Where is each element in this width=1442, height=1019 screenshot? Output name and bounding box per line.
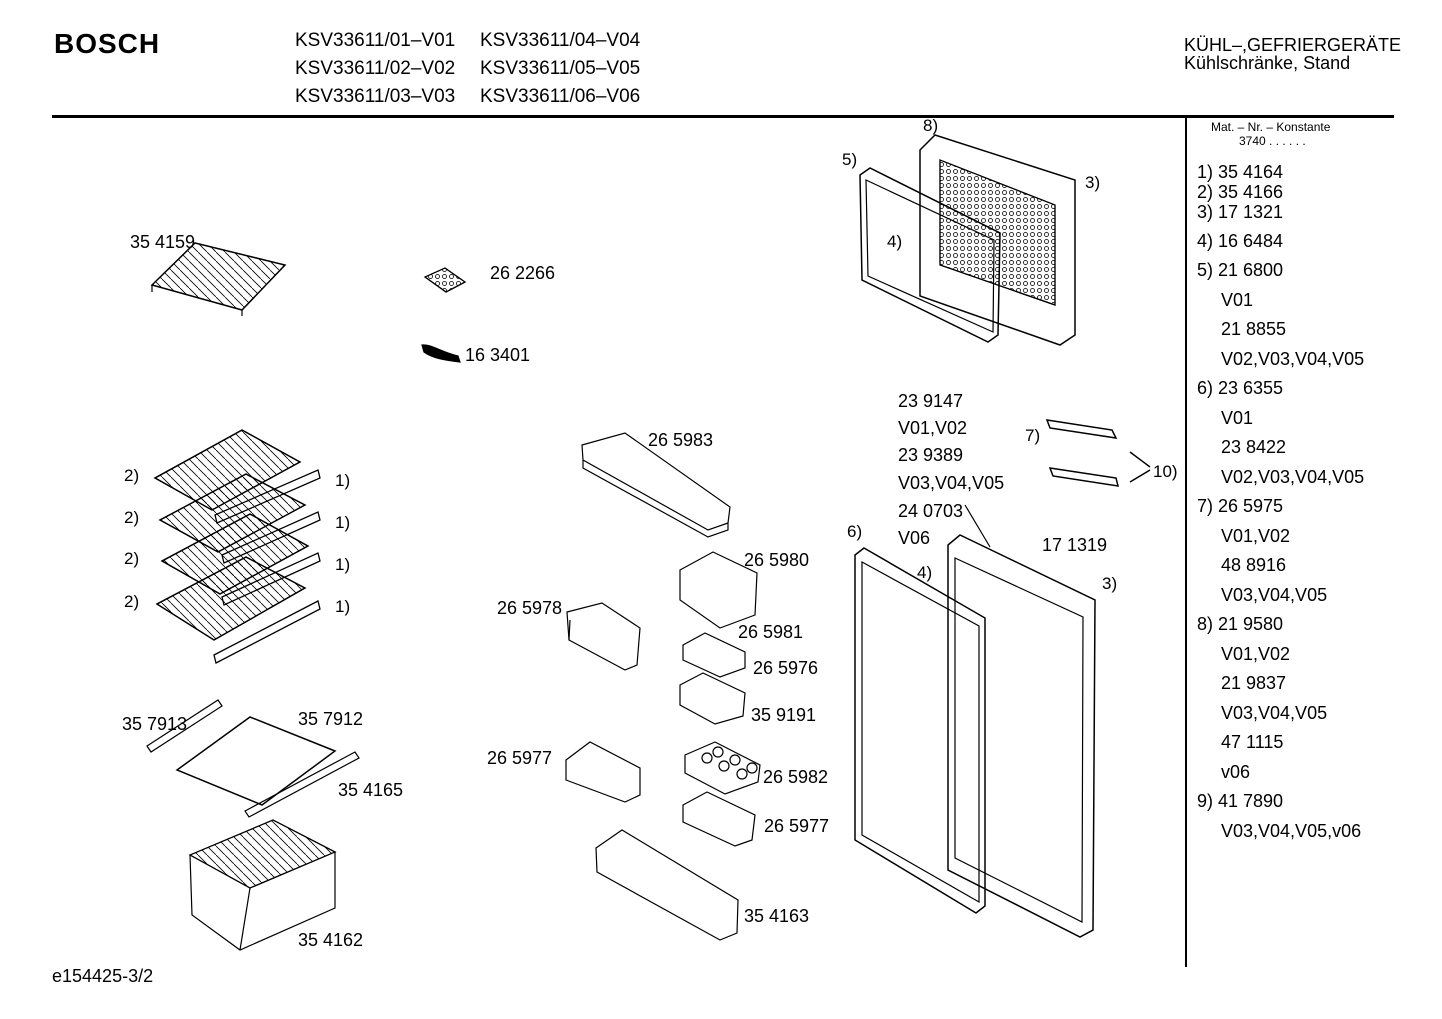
bin-359191: [679, 672, 746, 725]
callout: 7): [1025, 426, 1041, 445]
part-number: 26 5977: [764, 816, 830, 836]
part-number: 35 7912: [298, 709, 364, 729]
sidebar-part-row: 1) 35 4164: [1197, 162, 1284, 182]
callout: 1): [335, 471, 351, 490]
freezer-door: [859, 134, 1076, 346]
bin-265981: [682, 632, 746, 678]
model-number: KSV33611/06–V06: [480, 86, 641, 107]
sidebar-part-row: V02,V03,V04,V05: [1221, 467, 1365, 487]
mat-title: Mat. – Nr. – Konstante: [1211, 120, 1331, 134]
egg-box-cover: [679, 551, 758, 629]
callout: 3): [1085, 173, 1101, 192]
model-number: KSV33611/02–V02: [295, 58, 456, 79]
sidebar-part-row: V01: [1221, 408, 1254, 428]
part-number: 35 9191: [751, 705, 817, 725]
door-bin-large: [581, 432, 731, 538]
model-number: KSV33611/01–V01: [295, 30, 456, 51]
callout: 1): [335, 513, 351, 532]
sidebar-part-row: 9) 41 7890: [1197, 791, 1284, 811]
callout: 3): [1102, 574, 1118, 593]
callout: 2): [124, 549, 140, 568]
callout: 2): [124, 508, 140, 527]
door-bin-small: [566, 602, 641, 671]
sidebar-part-row: 8) 21 9580: [1197, 614, 1284, 634]
sidebar-part-row: V03,V04,V05: [1221, 703, 1328, 723]
model-number: KSV33611/03–V03: [295, 86, 456, 107]
part-number: 35 4165: [338, 780, 404, 800]
callout: 2): [124, 592, 140, 611]
model-number: KSV33611/04–V04: [480, 30, 641, 51]
sidebar-part-row: 2) 35 4166: [1197, 182, 1284, 202]
brand-logo: BOSCH: [54, 28, 161, 59]
callout: 1): [335, 597, 351, 616]
door-variant: V03,V04,V05: [898, 473, 1005, 493]
callout: 10): [1153, 462, 1178, 481]
door-variant: V06: [898, 528, 931, 548]
part-number: 26 5983: [648, 430, 714, 450]
door-bin-bottom: [595, 829, 739, 941]
sidebar-part-row: v06: [1221, 762, 1251, 782]
part-number: 35 7913: [122, 714, 188, 734]
sidebar-part-row: V03,V04,V05: [1221, 585, 1328, 605]
part-number: 26 5980: [744, 550, 810, 570]
sidebar-part-row: 21 9837: [1221, 673, 1287, 693]
part-number: 17 1319: [1042, 535, 1108, 555]
sidebar-part-row: 48 8916: [1221, 555, 1287, 575]
callout: 8): [923, 116, 939, 135]
egg-tray: [684, 741, 761, 795]
sidebar-part-row: 5) 21 6800: [1197, 260, 1284, 280]
part-number: 26 5976: [753, 658, 819, 678]
sidebar-divider: [1185, 117, 1187, 967]
door-variant: 23 9389: [898, 445, 964, 465]
part-number: 26 5981: [738, 622, 804, 642]
sidebar-part-row: 6) 23 6355: [1197, 378, 1284, 398]
part-number: 35 4159: [130, 232, 196, 252]
glass-shelves: [153, 429, 321, 664]
door-variant: 24 0703: [898, 501, 964, 521]
ice-tray: [423, 267, 467, 293]
category-subtitle: Kühlschränke, Stand: [1184, 53, 1351, 73]
sidebar-part-row: V01,V02: [1221, 526, 1291, 546]
door-variant: 23 9147: [898, 391, 964, 411]
callout: 5): [842, 150, 858, 169]
bin-265977a: [565, 741, 641, 803]
sidebar-part-row: 4) 16 6484: [1197, 231, 1284, 251]
part-number: 16 3401: [465, 345, 531, 365]
fridge-door: [854, 504, 1096, 938]
part-number: 26 5978: [497, 598, 563, 618]
door-variant: V01,V02: [898, 418, 968, 438]
callout: 4): [887, 232, 903, 251]
header-divider: [52, 115, 1394, 118]
sidebar-part-row: 47 1115: [1221, 732, 1284, 752]
sidebar-part-row: V02,V03,V04,V05: [1221, 349, 1365, 369]
ice-scraper: [421, 344, 461, 363]
part-number: 35 4162: [298, 930, 364, 950]
glass-cover-plate: [146, 699, 360, 818]
sidebar-part-row: V01: [1221, 290, 1254, 310]
bin-265977b: [682, 791, 756, 847]
crisper-drawer: [188, 819, 337, 951]
part-number: 26 5982: [763, 767, 829, 787]
mat-value: 3740 . . . . . .: [1239, 134, 1306, 148]
sidebar-part-row: 7) 26 5975: [1197, 496, 1284, 516]
category-title: KÜHL–,GEFRIERGERÄTE: [1184, 35, 1402, 55]
callout: 2): [124, 466, 140, 485]
wire-shelf-top: [150, 242, 287, 316]
model-number: KSV33611/05–V05: [480, 58, 641, 79]
sidebar-part-row: V01,V02: [1221, 644, 1291, 664]
callout: 1): [335, 555, 351, 574]
sidebar-part-row: V03,V04,V05,v06: [1221, 821, 1362, 841]
part-number: 26 2266: [490, 263, 556, 283]
part-number: 26 5977: [487, 748, 553, 768]
part-number: 35 4163: [744, 906, 810, 926]
drawing-code: e154425-3/2: [52, 966, 154, 986]
callout: 4): [917, 563, 933, 582]
sidebar-part-row: 3) 17 1321: [1197, 202, 1284, 222]
callout: 6): [847, 522, 863, 541]
door-handles: [1045, 419, 1151, 487]
sidebar-part-row: 23 8422: [1221, 437, 1287, 457]
sidebar-part-row: 21 8855: [1221, 319, 1287, 339]
